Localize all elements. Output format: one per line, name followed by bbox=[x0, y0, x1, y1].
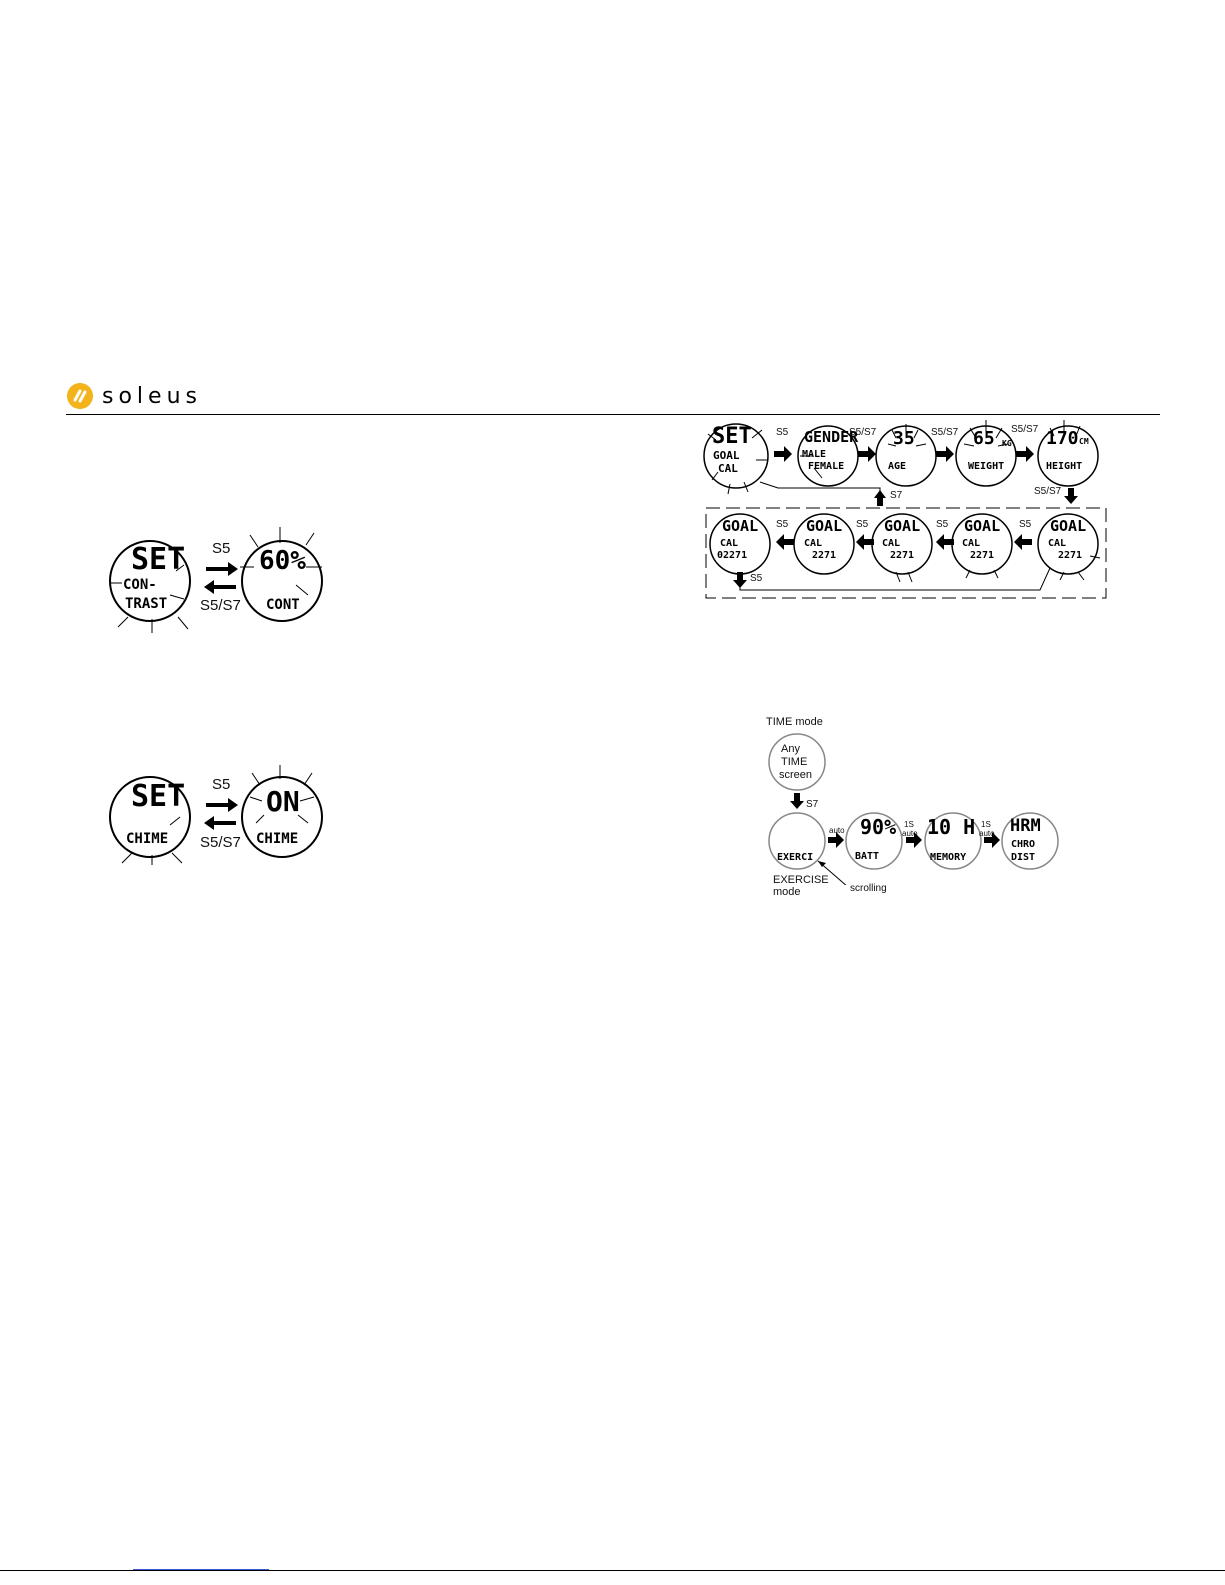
goal-key-s5s7: S5/S7 bbox=[1011, 424, 1039, 435]
gender-line2: FEMALE bbox=[808, 461, 845, 472]
goal-key-s5: S5 bbox=[936, 519, 949, 530]
contrast-back-arrow bbox=[204, 580, 236, 594]
goal-screen-value: 2271 bbox=[1058, 550, 1083, 561]
goal-screen-title: GOAL bbox=[964, 517, 1001, 535]
goal-screen-label: CAL bbox=[804, 538, 823, 549]
time-screen-line1: Any bbox=[781, 743, 800, 755]
weight-value: 65 bbox=[973, 428, 995, 449]
chime-set-label: CHIME bbox=[126, 831, 169, 847]
goal-key-s5: S5 bbox=[776, 427, 789, 438]
auto-label: auto bbox=[902, 829, 918, 838]
memory-value: 10 H bbox=[927, 815, 976, 839]
chime-back-arrow bbox=[204, 816, 236, 830]
one-s-label: 1S bbox=[981, 820, 991, 829]
contrast-set-line2: TRAST bbox=[125, 596, 168, 612]
contrast-diagram bbox=[109, 527, 323, 633]
time-mode-label: TIME mode bbox=[766, 716, 823, 728]
contrast-set-title: SET bbox=[131, 542, 186, 577]
time-screen-line3: screen bbox=[779, 769, 813, 781]
goal-screen-value: 02271 bbox=[717, 550, 748, 561]
gender-title: GENDER bbox=[804, 428, 859, 446]
chime-back-key: S5/S7 bbox=[200, 834, 241, 851]
height-value: 170 bbox=[1046, 428, 1079, 449]
scrolling-label: scrolling bbox=[850, 883, 887, 894]
goal-screen-title: GOAL bbox=[806, 517, 843, 535]
weight-unit: KG bbox=[1002, 439, 1012, 448]
gender-line1: MALE bbox=[802, 449, 827, 460]
goal-set-line1: GOAL bbox=[713, 449, 740, 462]
goal-set-title: SET bbox=[712, 424, 752, 449]
batt-value: 90% bbox=[860, 815, 897, 839]
chime-value-label: CHIME bbox=[256, 831, 299, 847]
chime-diagram bbox=[109, 765, 323, 865]
exercise-key-s7: S7 bbox=[806, 799, 819, 810]
goal-screen-value: 2271 bbox=[812, 550, 837, 561]
goal-key-s5: S5 bbox=[856, 519, 869, 530]
one-s-label: 1S bbox=[904, 820, 914, 829]
contrast-set-line1: CON- bbox=[123, 577, 157, 593]
age-label: AGE bbox=[888, 461, 907, 472]
age-value: 35 bbox=[893, 428, 915, 449]
footer-link-underline[interactable] bbox=[133, 1569, 269, 1570]
goal-key-s5: S5 bbox=[1019, 519, 1032, 530]
brand-logo: soleus bbox=[66, 380, 202, 412]
goal-screen-value: 2271 bbox=[890, 550, 915, 561]
batt-label: BATT bbox=[855, 851, 880, 862]
goal-set-line2: CAL bbox=[718, 462, 738, 475]
contrast-forward-arrow bbox=[206, 562, 238, 576]
footer-divider bbox=[0, 1570, 1225, 1571]
header-divider bbox=[66, 414, 1160, 415]
goal-diagram bbox=[703, 420, 1107, 599]
auto-label: auto bbox=[829, 826, 845, 835]
hrm-title: HRM bbox=[1010, 816, 1041, 836]
contrast-back-key: S5/S7 bbox=[200, 597, 241, 614]
memory-label: MEMORY bbox=[930, 852, 967, 863]
goal-screen-label: CAL bbox=[882, 538, 901, 549]
weight-label: WEIGHT bbox=[968, 461, 1005, 472]
contrast-value: 60% bbox=[259, 546, 306, 576]
goal-screen-title: GOAL bbox=[884, 517, 921, 535]
soleus-logo-icon bbox=[67, 383, 93, 409]
chime-forward-arrow bbox=[206, 798, 238, 812]
chime-forward-key: S5 bbox=[212, 776, 231, 793]
hrm-line2: DIST bbox=[1011, 852, 1036, 863]
goal-screen-label: CAL bbox=[1048, 538, 1067, 549]
goal-key-s7: S7 bbox=[890, 490, 903, 501]
goal-screen-title: GOAL bbox=[722, 517, 759, 535]
goal-key-s5: S5 bbox=[776, 519, 789, 530]
goal-key-s5s7: S5/S7 bbox=[849, 427, 877, 438]
brand-name: soleus bbox=[102, 383, 202, 409]
goal-key-s5s7: S5/S7 bbox=[931, 427, 959, 438]
exercise-diagram bbox=[768, 733, 1059, 885]
goal-screen-title: GOAL bbox=[1050, 517, 1087, 535]
time-screen-line2: TIME bbox=[781, 756, 808, 768]
chime-value: ON bbox=[266, 785, 300, 818]
height-unit: CM bbox=[1079, 437, 1089, 446]
chime-set-title: SET bbox=[131, 779, 186, 814]
exercise-mode-line1: EXERCISE bbox=[773, 874, 829, 886]
goal-key-s5s7: S5/S7 bbox=[1034, 486, 1062, 497]
goal-screen-label: CAL bbox=[720, 538, 739, 549]
goal-screen-label: CAL bbox=[962, 538, 981, 549]
contrast-value-label: CONT bbox=[266, 597, 300, 613]
auto-label: auto bbox=[979, 829, 995, 838]
hrm-line1: CHRO bbox=[1011, 839, 1036, 850]
contrast-forward-key: S5 bbox=[212, 540, 231, 557]
exercise-mode-line2: mode bbox=[773, 886, 801, 898]
height-label: HEIGHT bbox=[1046, 461, 1083, 472]
exercise-screen-label: EXERCI bbox=[777, 852, 814, 863]
goal-screen-value: 2271 bbox=[970, 550, 995, 561]
goal-key-s5: S5 bbox=[750, 573, 763, 584]
